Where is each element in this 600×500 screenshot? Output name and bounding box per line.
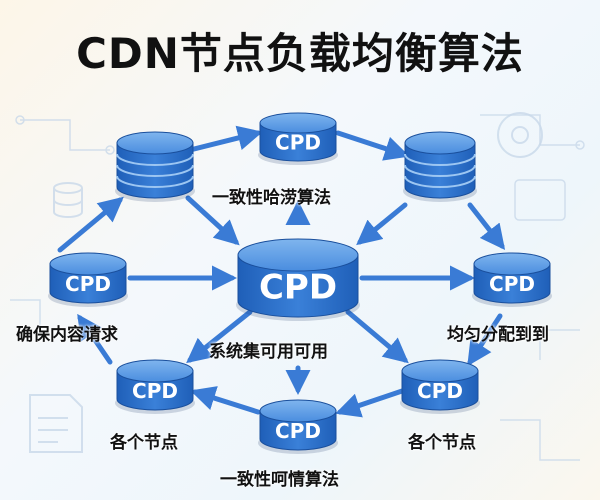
flow-arrow — [187, 125, 263, 153]
node-stack-band — [116, 164, 194, 177]
flow-arrow — [335, 130, 410, 161]
node-top — [237, 238, 359, 272]
node-label: CPD — [259, 268, 337, 308]
document-icon — [29, 394, 83, 453]
node-upper-left — [115, 131, 195, 202]
node-body — [116, 142, 194, 199]
node-label: CPD — [275, 131, 321, 155]
flow-arrow — [467, 202, 506, 250]
node-body — [259, 122, 337, 162]
flow-arrow — [345, 309, 409, 364]
node-top — [116, 359, 194, 383]
label-ensure-request: 确保内容请求 — [16, 325, 118, 345]
label-consistent-hash: 一致性哈涝算法 — [212, 188, 331, 208]
node-top — [49, 252, 127, 276]
node-label: CPD — [417, 379, 463, 403]
node-top — [404, 131, 476, 155]
node-center: CPD — [236, 238, 360, 321]
node-right: CPD — [472, 252, 552, 307]
node-stack-band — [404, 164, 476, 177]
label-each-node-left: 各个节点 — [110, 433, 178, 453]
node-label: CPD — [275, 419, 321, 443]
node-top — [116, 131, 194, 155]
flow-arrow — [356, 202, 408, 246]
node-top — [401, 359, 479, 383]
node-body — [237, 254, 359, 318]
node-label: CPD — [132, 379, 178, 403]
database-icon — [53, 182, 83, 218]
node-top — [473, 252, 551, 276]
node-label: CPD — [489, 272, 535, 296]
flow-arrow — [335, 387, 408, 418]
label-consistent-call: 一致性呵情算法 — [220, 470, 339, 490]
flow-arrow — [57, 196, 124, 253]
label-even-distribution: 均匀分配到到 — [447, 325, 549, 345]
flow-arrow — [467, 313, 503, 367]
label-system-available: 系统集可用可用 — [209, 342, 328, 362]
node-stack-band — [404, 175, 476, 188]
node-stack-band — [404, 153, 476, 166]
node-lower-right: CPD — [400, 359, 480, 414]
node-bottom: CPD — [258, 399, 338, 454]
page-title: CDN节点负载均衡算法 — [76, 29, 524, 78]
node-top — [259, 399, 337, 423]
node-upper-right — [403, 131, 477, 202]
label-each-node-right: 各个节点 — [408, 433, 476, 453]
node-left: CPD — [48, 252, 128, 307]
node-stack-band — [116, 153, 194, 166]
flow-arrow — [190, 386, 261, 415]
node-label: CPD — [65, 272, 111, 296]
node-top — [259, 112, 337, 134]
flow-arrow — [185, 195, 240, 246]
node-top: CPD — [258, 112, 338, 165]
node-stack-band — [116, 175, 194, 188]
node-lower-left: CPD — [115, 359, 195, 414]
node-body — [404, 142, 476, 199]
flow-arrow — [77, 313, 113, 365]
gear-icon — [497, 112, 543, 158]
flow-arrow — [186, 309, 253, 364]
